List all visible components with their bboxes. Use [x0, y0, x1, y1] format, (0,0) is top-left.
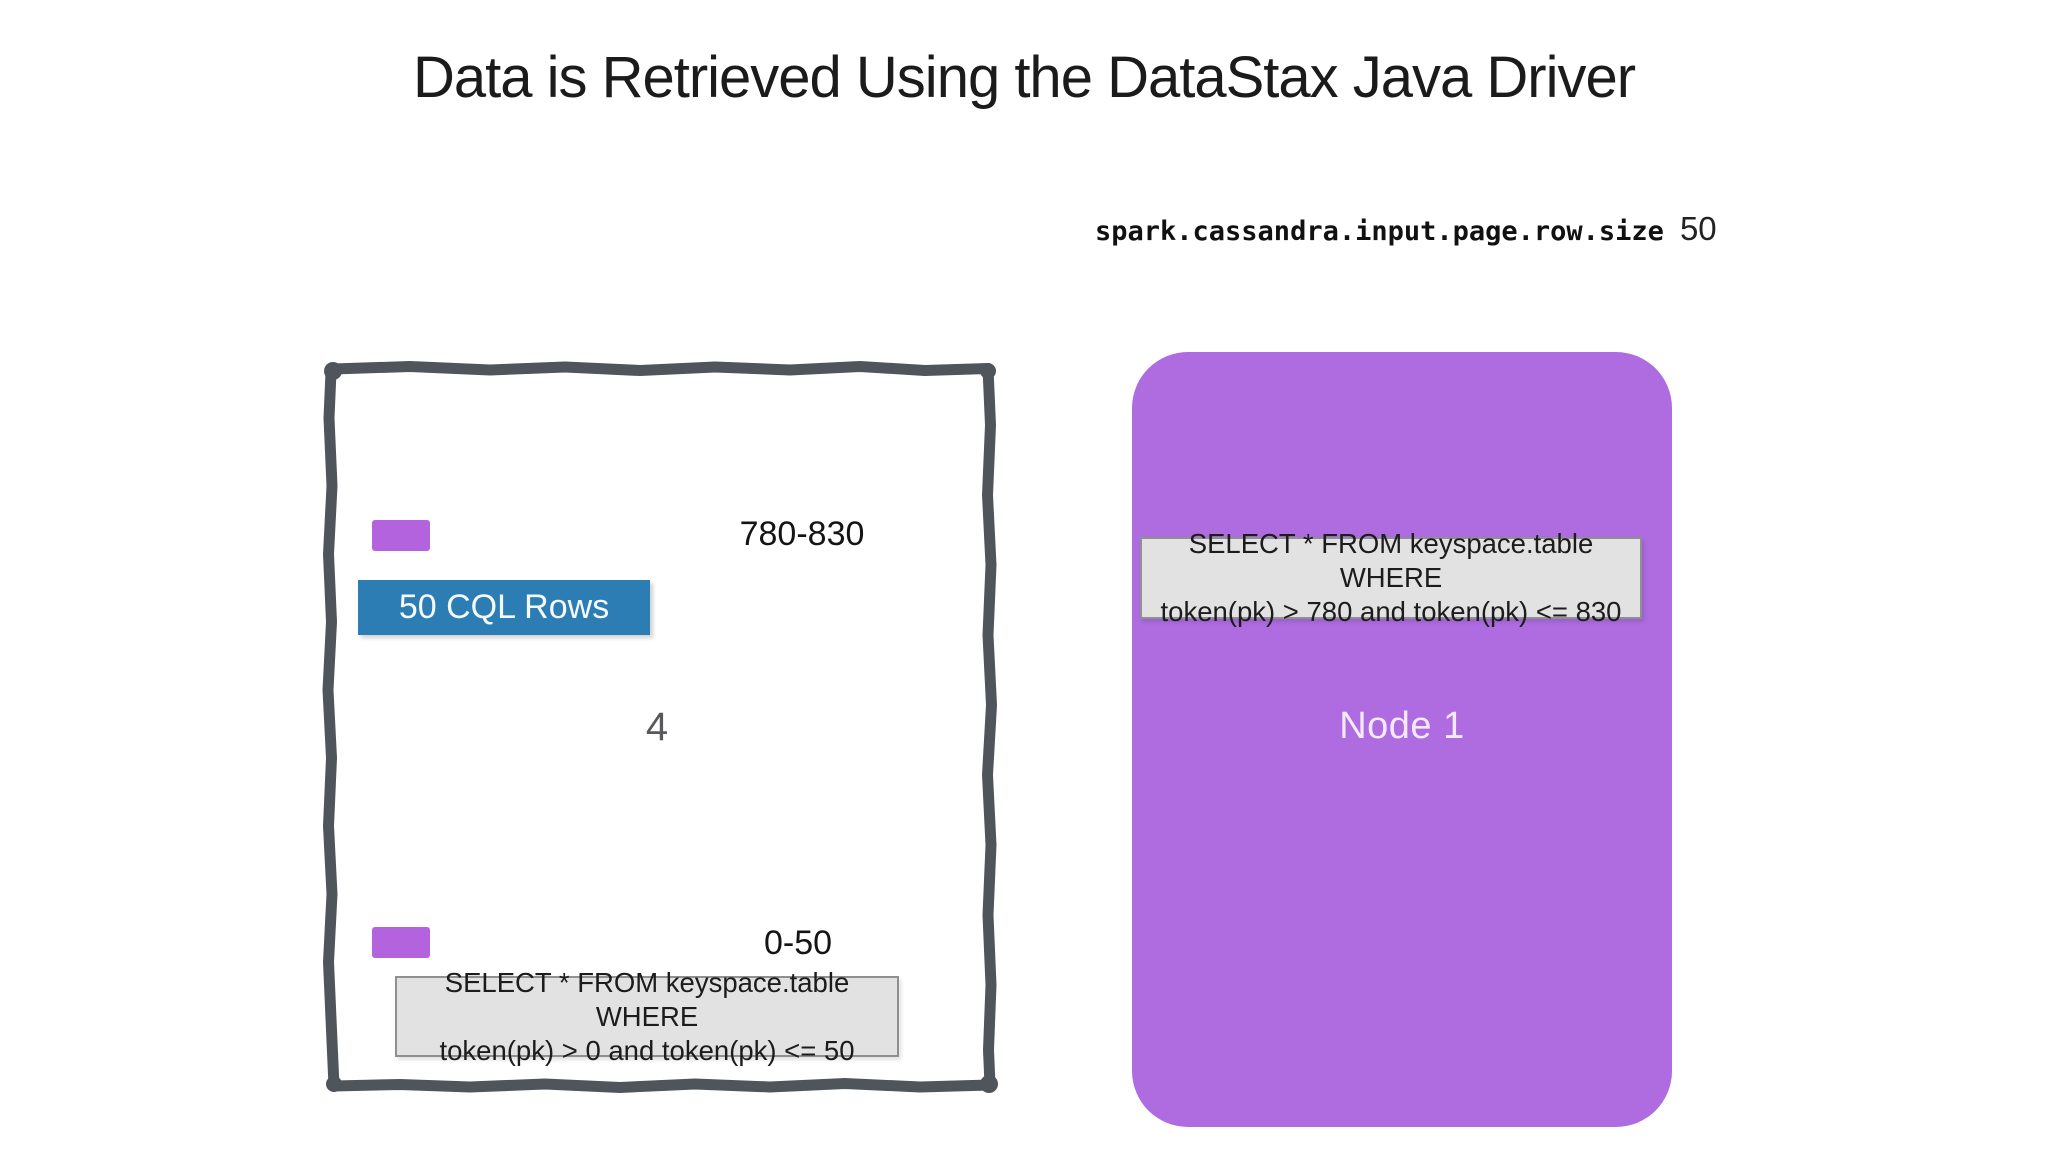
- token-range-chip-bottom: [372, 927, 430, 958]
- config-key: spark.cassandra.input.page.row.size: [1095, 216, 1664, 247]
- node-query-line1: SELECT * FROM keyspace.table WHERE: [1188, 528, 1594, 593]
- node-query-box: SELECT * FROM keyspace.table WHERE token…: [1140, 528, 1642, 627]
- node-query-line2: token(pk) > 780 and token(pk) <= 830: [1160, 596, 1622, 627]
- config-value: 50: [1679, 210, 1717, 247]
- node-name-label: Node 1: [1339, 705, 1465, 747]
- cassandra-node: [1132, 352, 1672, 1127]
- token-range-label-bottom: 0-50: [763, 924, 833, 962]
- spark-config-setting: spark.cassandra.input.page.row.size 50: [1095, 210, 1717, 248]
- partition-query-line2: token(pk) > 0 and token(pk) <= 50: [439, 1034, 855, 1066]
- partition-count-label: 4: [645, 705, 669, 749]
- token-range-chip-top: [372, 520, 430, 551]
- token-range-label-top: 780-830: [739, 515, 865, 553]
- partition-query-line1: SELECT * FROM keyspace.table WHERE: [444, 966, 850, 1032]
- slide-title: Data is Retrieved Using the DataStax Jav…: [412, 45, 1636, 110]
- cql-rows-badge: 50 CQL Rows: [358, 580, 650, 635]
- partition-query-box: SELECT * FROM keyspace.table WHERE token…: [395, 967, 899, 1066]
